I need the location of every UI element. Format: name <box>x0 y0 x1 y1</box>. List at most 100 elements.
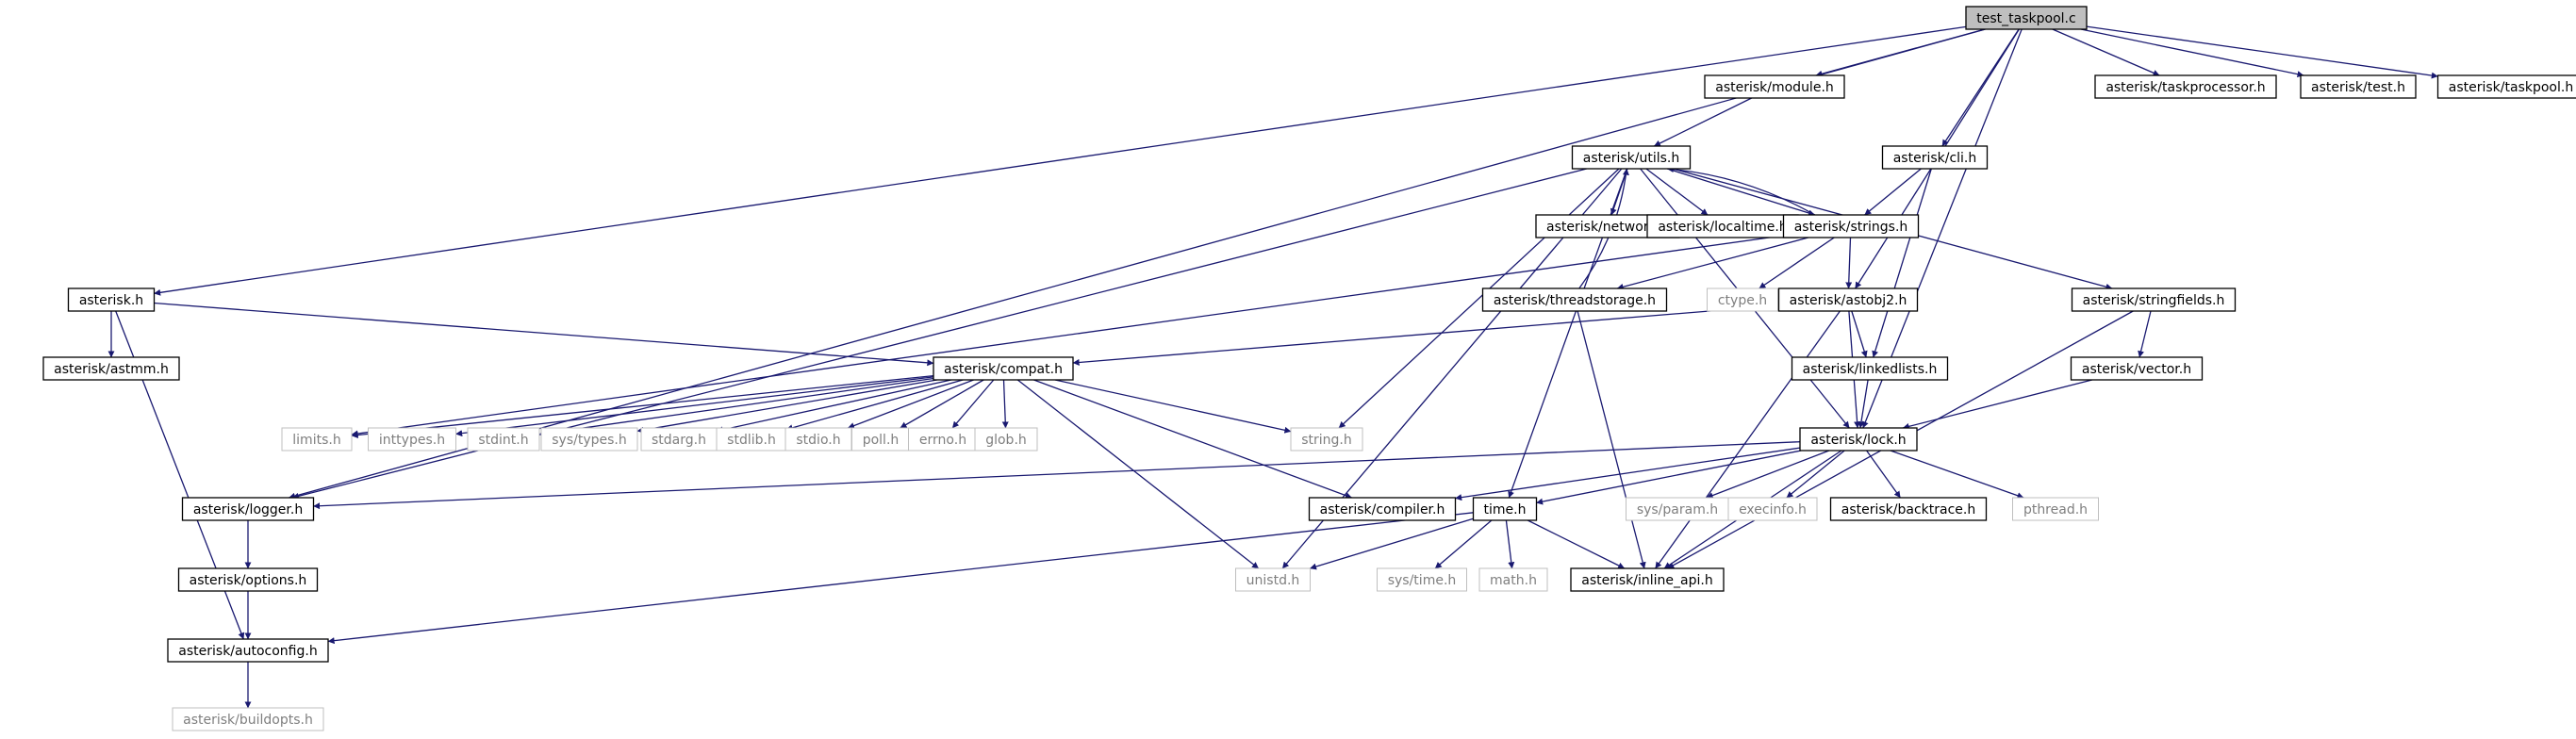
node-box <box>1478 567 1548 592</box>
edge-compat-to-errno <box>951 379 995 429</box>
edge-lock-to-sysparam <box>1706 450 1830 499</box>
node-stdlib-h[interactable]: stdlib.h <box>716 427 787 452</box>
node-box <box>2012 497 2099 521</box>
node-asterisk-threadstorage-h[interactable]: asterisk/threadstorage.h <box>1481 287 1668 312</box>
node-asterisk-autoconfig-h[interactable]: asterisk/autoconfig.h <box>167 638 329 663</box>
node-label: sys/types.h <box>552 433 626 448</box>
edge-root-to-asterisk <box>154 25 1967 296</box>
node-asterisk-utils-h[interactable]: asterisk/utils.h <box>1571 145 1692 170</box>
node-asterisk-buildopts-h[interactable]: asterisk/buildopts.h <box>172 707 324 731</box>
edge-utils-to-strings <box>1667 168 1816 217</box>
node-box <box>933 356 1074 381</box>
node-math-h[interactable]: math.h <box>1478 567 1548 592</box>
node-label: ctype.h <box>1718 293 1767 308</box>
node-sys-types-h[interactable]: sys/types.h <box>540 427 638 452</box>
node-asterisk-compiler-h[interactable]: asterisk/compiler.h <box>1308 497 1457 521</box>
edge-time-to-systime <box>1434 519 1493 569</box>
node-errno-h[interactable]: errno.h <box>908 427 978 452</box>
node-asterisk-options-h[interactable]: asterisk/options.h <box>177 567 319 592</box>
node-asterisk-stringfields-h[interactable]: asterisk/stringfields.h <box>2071 287 2237 312</box>
node-asterisk-linkedlists-h[interactable]: asterisk/linkedlists.h <box>1791 356 1949 381</box>
node-box <box>467 427 540 452</box>
edge-module-to-utils <box>1653 97 1752 147</box>
node-asterisk-logger-h[interactable]: asterisk/logger.h <box>181 497 315 521</box>
edge-compat-to-compiler <box>1033 379 1352 499</box>
node-asterisk-lock-h[interactable]: asterisk/lock.h <box>1799 427 1918 452</box>
node-label: errno.h <box>919 433 966 448</box>
edge-threadstorage-to-inline_api <box>1577 310 1646 569</box>
node-glob-h[interactable]: glob.h <box>974 427 1038 452</box>
node-label: asterisk/threadstorage.h <box>1494 293 1656 308</box>
node-asterisk-h[interactable]: asterisk.h <box>67 287 156 312</box>
node-asterisk-astmm-h[interactable]: asterisk/astmm.h <box>42 356 180 381</box>
node-asterisk-astobj2-h[interactable]: asterisk/astobj2.h <box>1777 287 1919 312</box>
node-inttypes-h[interactable]: inttypes.h <box>368 427 456 452</box>
node-box <box>1799 427 1918 452</box>
edge-asterisk-to-autoconfig <box>115 310 245 640</box>
edge-vector-to-lock <box>1902 379 2092 430</box>
node-execinfo-h[interactable]: execinfo.h <box>1727 497 1818 521</box>
edge-linkedlists-to-lock <box>1858 379 1869 429</box>
edge-compat-to-systypes <box>636 379 937 434</box>
node-stdio-h[interactable]: stdio.h <box>784 427 852 452</box>
node-box <box>1791 356 1949 381</box>
node-poll-h[interactable]: poll.h <box>851 427 910 452</box>
node-label: asterisk/taskprocessor.h <box>2105 80 2265 95</box>
edge-compat-to-poll <box>900 379 984 429</box>
node-asterisk-cli-h[interactable]: asterisk/cli.h <box>1881 145 1989 170</box>
edge-compat-to-stdio <box>848 379 974 429</box>
node-label: asterisk/astmm.h <box>54 362 169 377</box>
edge-compat-to-limits <box>351 374 934 438</box>
edge-strings-to-limits <box>351 235 1784 437</box>
node-label: asterisk/utils.h <box>1583 151 1680 166</box>
node-box <box>172 707 324 731</box>
node-label: sys/param.h <box>1637 502 1718 517</box>
node-limits-h[interactable]: limits.h <box>281 427 353 452</box>
node-label: glob.h <box>985 433 1027 448</box>
edge-cli-to-linkedlists <box>1872 168 1932 358</box>
node-asterisk-module-h[interactable]: asterisk/module.h <box>1704 74 1845 99</box>
node-asterisk-taskprocessor-h[interactable]: asterisk/taskprocessor.h <box>2094 74 2277 99</box>
node-box <box>1829 497 1988 521</box>
node-box <box>1308 497 1457 521</box>
edge-cli-to-strings <box>1864 168 1922 216</box>
node-box <box>716 427 787 452</box>
edge-strings-to-utils <box>1666 166 1816 216</box>
node-asterisk-compat-h[interactable]: asterisk/compat.h <box>933 356 1074 381</box>
node-box <box>540 427 638 452</box>
node-ctype-h[interactable]: ctype.h <box>1707 287 1778 312</box>
edge-lock-to-compiler <box>1455 447 1801 501</box>
node-time-h[interactable]: time.h <box>1472 497 1538 521</box>
node-pthread-h[interactable]: pthread.h <box>2012 497 2099 521</box>
edge-compat-to-stdint <box>538 377 934 437</box>
node-stdarg-h[interactable]: stdarg.h <box>640 427 718 452</box>
node-asterisk-backtrace-h[interactable]: asterisk/backtrace.h <box>1829 497 1988 521</box>
node-unistd-h[interactable]: unistd.h <box>1235 567 1311 592</box>
node-label: asterisk/backtrace.h <box>1841 502 1975 517</box>
node-test-taskpool-c[interactable]: test_taskpool.c <box>1965 6 2088 30</box>
node-asterisk-localtime-h[interactable]: asterisk/localtime.h <box>1646 214 1799 238</box>
node-asterisk-vector-h[interactable]: asterisk/vector.h <box>2070 356 2204 381</box>
edge-asterisk-to-compat <box>154 302 934 367</box>
edge-root-to-module <box>1815 28 1986 77</box>
node-stdint-h[interactable]: stdint.h <box>467 427 540 452</box>
edge-lock-to-time <box>1536 450 1802 505</box>
edge-lock-to-pthread <box>1890 450 2024 500</box>
edge-strings-to-astobj2 <box>1845 237 1853 289</box>
node-asterisk-taskpool-h[interactable]: asterisk/taskpool.h <box>2436 74 2576 99</box>
node-asterisk-inline-api-h[interactable]: asterisk/inline_api.h <box>1570 567 1725 592</box>
edge-time-to-autoconfig <box>327 512 1474 645</box>
node-box <box>1626 497 1729 521</box>
node-box <box>1704 74 1845 99</box>
nodes-layer: test_taskpool.c asterisk.h asterisk/module… <box>42 6 2576 731</box>
edge-compat-to-inttypes <box>455 376 934 437</box>
node-box <box>167 638 329 663</box>
node-box <box>42 356 180 381</box>
node-string-h[interactable]: string.h <box>1290 427 1363 452</box>
node-label: asterisk/taskpool.h <box>2449 80 2573 95</box>
node-sys-time-h[interactable]: sys/time.h <box>1377 567 1467 592</box>
node-box <box>1472 497 1538 521</box>
node-asterisk-test-h[interactable]: asterisk/test.h <box>2300 74 2417 99</box>
node-asterisk-strings-h[interactable]: asterisk/strings.h <box>1782 214 1920 238</box>
node-sys-param-h[interactable]: sys/param.h <box>1626 497 1729 521</box>
